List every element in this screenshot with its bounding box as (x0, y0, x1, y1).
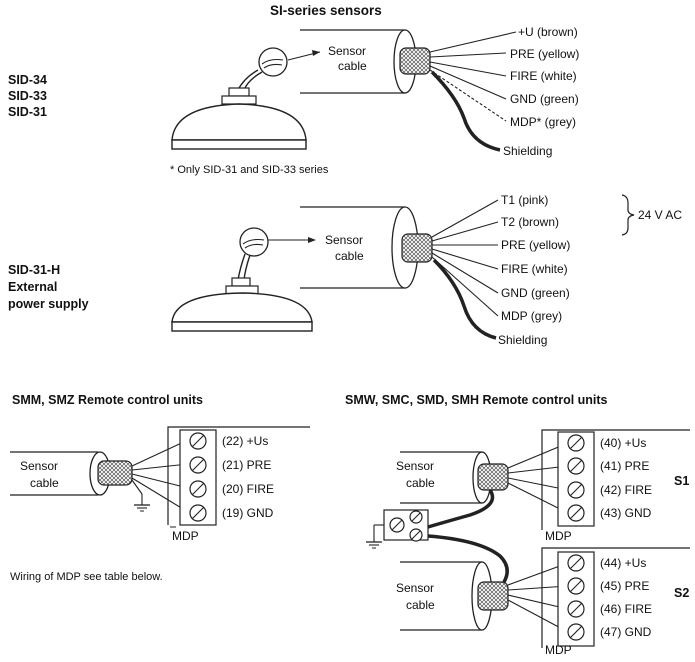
smm-terminal-3: (20) FIRE (222, 482, 274, 496)
smm-terminal-screw-3 (189, 480, 207, 498)
sensor2-wire-2: T2 (brown) (501, 215, 559, 229)
sensor2-wire-3: PRE (yellow) (501, 238, 570, 252)
smm-terminal-screw-2 (189, 456, 207, 474)
sensor1-wire-4: GND (green) (510, 92, 579, 106)
sensor2-wire-6: MDP (grey) (501, 309, 562, 323)
sensor1-cable-label-1: Sensor (328, 44, 366, 58)
sensor1-cable-label-2: cable (338, 59, 367, 73)
smm-terminal-4: (19) GND (222, 506, 274, 520)
smm-terminal-2: (21) PRE (222, 458, 271, 472)
sensor1-footnote: * Only SID-31 and SID-33 series (170, 164, 329, 176)
sensor2-model-3: power supply (8, 297, 89, 311)
smm-cable-label-2: cable (30, 476, 59, 490)
smw-s2-terminal-2: (45) PRE (600, 579, 649, 593)
smw-s2-screw-2 (567, 577, 585, 595)
sensor2-wire-7: Shielding (498, 333, 547, 347)
sensor1-cable: Sensor cable (300, 29, 517, 152)
smw-s2-screw-4 (567, 623, 585, 641)
smm-mdp-label: MDP (172, 529, 199, 543)
smw-s2-cable-label-1: Sensor (396, 581, 434, 595)
smw-s1-terminal-3: (42) FIRE (600, 483, 652, 497)
smw-s2-terminal-1: (44) +Us (600, 556, 646, 570)
smw-s1-cable-label-1: Sensor (396, 459, 434, 473)
smw-s1-screw-1 (567, 434, 585, 452)
sensor2-cable-label-1: Sensor (325, 233, 363, 247)
sensor2-wire-5: GND (green) (501, 286, 570, 300)
smm-terminal-block: (22) +Us (21) PRE (20) FIRE (19) GND MDP (167, 426, 310, 543)
sensor1-model-1: SID-34 (8, 73, 47, 87)
sensor2-model-1: SID-31-H (8, 263, 60, 277)
sensor1-model-2: SID-33 (8, 89, 47, 103)
smw-s1-screw-2 (567, 457, 585, 475)
smw-s1-wiring: Sensor cable (396, 442, 569, 529)
smw-s1-screw-4 (567, 504, 585, 522)
smm-terminal-screw-1 (189, 432, 207, 450)
sensor1-wire-6: Shielding (503, 144, 552, 158)
smw-s1-terminal-2: (41) PRE (600, 459, 649, 473)
sensor1-model-3: SID-31 (8, 105, 47, 119)
smw-s2-terminal-4: (47) GND (600, 625, 652, 639)
sensor2-wire-4: FIRE (white) (501, 262, 568, 276)
smw-s2-terminal-3: (46) FIRE (600, 602, 652, 616)
sensor1-wire-3: FIRE (white) (510, 69, 577, 83)
smm-wiring: Sensor cable (10, 439, 189, 513)
smw-s1-terminal-4: (43) GND (600, 506, 652, 520)
sensor1-wire-1: +U (brown) (518, 25, 578, 39)
sensor2-cable: Sensor cable (300, 199, 499, 340)
sensor2-wire-1: T1 (pink) (501, 193, 548, 207)
smw-s1-cable-label-2: cable (406, 476, 435, 490)
supply-voltage-label: 24 V AC (638, 208, 682, 222)
smm-terminal-1: (22) +Us (222, 434, 268, 448)
smm-title: SMM, SMZ Remote control units (12, 393, 203, 407)
sensor2-wire-labels: T1 (pink) T2 (brown) PRE (yellow) FIRE (… (498, 193, 570, 347)
sensor1-wire-labels: +U (brown) PRE (yellow) FIRE (white) GND… (503, 25, 579, 158)
sensor2-model-2: External (8, 280, 57, 294)
smw-s2-screw-1 (567, 554, 585, 572)
smw-s2-mdp-label: MDP (545, 643, 572, 657)
smw-title: SMW, SMC, SMD, SMH Remote control units (345, 393, 608, 407)
smw-s1-mdp-label: MDP (545, 529, 572, 543)
sensor1-device (171, 47, 321, 150)
sensor2-models: SID-31-H External power supply (8, 263, 89, 311)
sensor1-models: SID-34 SID-33 SID-31 (8, 73, 47, 119)
sensor1-wire-5: MDP* (grey) (510, 115, 576, 129)
smw-s2-terminal-block: (44) +Us (45) PRE (46) FIRE (47) GND MDP… (541, 547, 690, 657)
smw-s1-screw-3 (567, 481, 585, 499)
smm-cable-label-1: Sensor (20, 459, 58, 473)
smw-s2-cable-label-2: cable (406, 598, 435, 612)
smw-s2-screw-3 (567, 600, 585, 618)
top-title: SI-series sensors (270, 3, 382, 18)
supply-brace: 24 V AC (621, 194, 682, 236)
smw-s1-terminal-1: (40) +Us (600, 436, 646, 450)
smm-terminal-screw-4 (189, 504, 207, 522)
sensor2-cable-label-2: cable (335, 249, 364, 263)
smw-s1-terminal-block: (40) +Us (41) PRE (42) FIRE (43) GND MDP… (541, 429, 690, 543)
sensor1-wire-2: PRE (yellow) (510, 47, 579, 61)
smw-s2-label: S2 (674, 586, 689, 600)
smw-s1-label: S1 (674, 474, 689, 488)
smm-note: Wiring of MDP see table below. (10, 571, 163, 583)
sensor2-device (171, 227, 316, 332)
smw-mdp-junction (366, 509, 509, 583)
